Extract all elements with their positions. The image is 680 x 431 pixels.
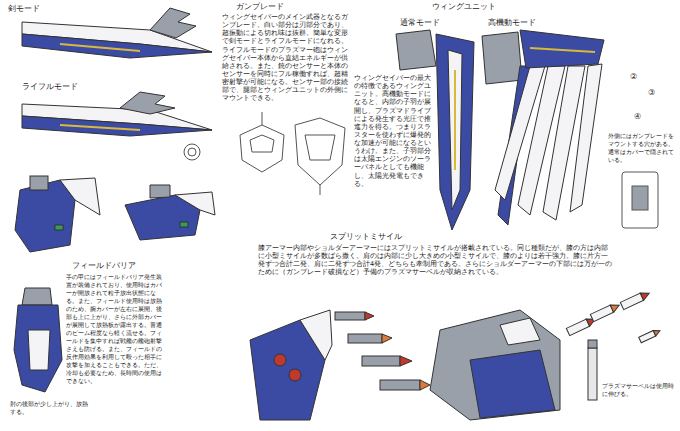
side-note: 外側にはガンブレードをマウントする穴がある。通常はカバーで隠されている。 [608,132,674,163]
shoulder-armor-part [430,310,560,420]
plasma-saber-part [588,340,597,348]
knee-armor-part [289,369,301,381]
section-note: ウィングセイバーの最大の特徴であるウィングユニット。高機動モードになると、内部の… [354,74,432,188]
section-heading: ウィングユニット [432,2,522,12]
callout-number: ② [630,72,644,82]
shoulder-armor-part [470,350,555,418]
gunblade-sword-mode-part [22,34,212,58]
gunblade-sword-mode-part [60,44,140,51]
gunblade-rifle-mode [22,92,212,136]
wing-high-mobility-mode [482,30,604,225]
missile-parts-part [382,334,392,343]
flying-missiles [566,290,661,343]
sensor-ring-part [184,144,200,160]
missile-parts-part [335,312,365,320]
wing-high-mobility-mode-part [570,64,602,212]
missile-parts-part [365,312,374,320]
arm-upright [15,176,100,252]
missile-parts-part [400,356,412,366]
head-lineart-part [262,112,263,125]
mode-label: 高機動モード [488,18,558,27]
torso-lineart [295,118,345,195]
arm-elbow-part [28,330,50,370]
missile-parts-part [362,356,400,366]
flying-missiles-part-part [590,305,613,322]
flying-missiles-part [620,290,651,310]
callout-number: ③ [648,88,662,98]
section-note: 膝アーマー内部やショルダーアーマーにはスプリットミサイルが搭載されている。同じ種… [258,244,614,277]
wing-normal-mode-part [454,70,456,170]
flying-missiles-part-part [620,293,643,310]
flying-missiles-part-part [640,290,651,301]
arm-horizontal-part [180,222,188,227]
section-heading: スプリットミサイル [330,232,430,242]
arm-horizontal-part [150,185,170,198]
arm-horizontal [125,185,215,240]
gunblade-sword-mode-part [150,8,196,38]
side-note: 肘の後部が少し上がり、放熱する。 [10,400,88,416]
mount-detail-part [632,186,648,210]
section-heading: フィールドバリア [72,261,152,271]
missile-parts-part [380,380,420,390]
torso-lineart-part [305,135,335,160]
shoulder-armor-part [500,318,540,345]
plasma-saber [588,340,597,400]
arm-elbow-part [22,288,52,305]
head-lineart-part [240,125,284,172]
shoulder-armor [430,310,560,420]
mode-label: 通常モード [400,18,460,27]
side-note: プラズマサーベルは使用時に伸びる。 [602,382,674,398]
knee-armor-part [300,310,332,360]
wing-normal-mode-part [396,30,436,70]
mount-detail [622,172,658,228]
flying-missiles-part [590,302,621,322]
wing-high-mobility-mode-part [482,32,522,84]
arm-horizontal-part [175,192,215,215]
arm-upright-part [15,180,75,252]
flying-missiles-part-part [610,302,621,313]
flying-missiles-part-part [566,319,589,336]
gunblade-rifle-mode-part [120,92,175,114]
sensor-ring-part [188,148,196,156]
missile-parts-part [348,334,382,343]
section-note: 手の甲にはフィールドバリア発生装置が装備されており、使用時はカバーが開放されて粒… [66,273,162,385]
torso-lineart-part [295,118,345,185]
plasma-saber-part [588,348,597,400]
callout-number: ④ [634,112,648,122]
flying-missiles-part [639,328,661,343]
wing-normal-mode-part [448,50,462,210]
missile-parts-part [420,380,430,390]
knee-armor [250,310,332,420]
arm-elbow-part [14,305,62,392]
sensor-ring [184,144,200,160]
flying-missiles-part-part [639,331,656,343]
mode-label: ライフルモード [22,82,102,91]
gunblade-rifle-mode-part [60,125,140,130]
knee-armor-part [274,354,286,366]
mount-detail-part [622,172,658,228]
wing-normal-mode-part [436,34,474,230]
section-note: ウィングセイバーのメイン武器となるガンブレード。白い部分は刃部分であり、超振動に… [222,13,350,102]
arm-upright-part [60,178,100,215]
head-lineart-part [250,135,274,152]
wing-high-mobility-mode-part [520,30,604,68]
wing-high-mobility-mode-part [530,48,595,52]
gunblade-rifle-mode-part [22,116,212,136]
head-lineart [240,112,284,172]
arm-upright-part [30,176,48,190]
flying-missiles-part-part [653,328,661,336]
arm-upright-part [55,225,63,230]
torso-lineart-part [320,185,321,195]
gunblade-sword-mode [22,8,212,58]
section-heading: ガンブレード [236,2,316,12]
mode-label: 剣モード [8,4,68,13]
arm-elbow [14,288,62,392]
missile-parts [335,312,430,390]
